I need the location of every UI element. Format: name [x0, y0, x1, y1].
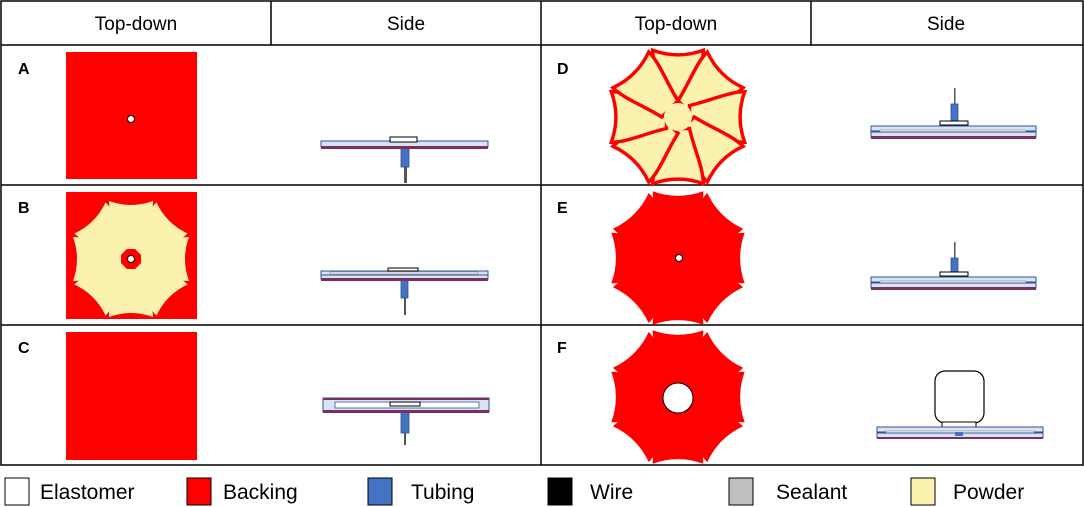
- panel-d-top-view: [609, 48, 747, 186]
- legend-label-wire: Wire: [590, 481, 633, 504]
- panel-d-side-view: [870, 88, 1037, 139]
- panel-c-side-view: [322, 397, 490, 445]
- panel-c-top-view: [66, 332, 197, 460]
- legend-swatch-wire: [547, 477, 573, 506]
- header-side-right: Side: [927, 14, 965, 35]
- legend-label-backing: Backing: [223, 481, 298, 504]
- panel-a-top-view: [66, 52, 197, 179]
- header-top-down-right: Top-down: [635, 14, 717, 35]
- panel-b-side-view: [320, 267, 489, 315]
- panel-e-top-view: [611, 191, 745, 325]
- legend-label-sealant: Sealant: [776, 481, 847, 504]
- legend-item-powder: Powder: [910, 477, 1024, 506]
- legend: Elastomer Backing Tubing Wire Sealant Po…: [4, 477, 1024, 506]
- table-grid: [0, 0, 1084, 466]
- panel-f-top-view: [611, 330, 745, 464]
- panel-letter-f: F: [557, 340, 567, 357]
- legend-item-tubing: Tubing: [367, 477, 474, 506]
- panel-letter-c: C: [18, 340, 30, 357]
- panel-b-top-view: [66, 192, 197, 319]
- legend-swatch-sealant: [728, 477, 754, 506]
- legend-item-sealant: Sealant: [728, 477, 847, 506]
- legend-item-backing: Backing: [186, 477, 298, 506]
- panel-f-side-view: [876, 370, 1044, 439]
- legend-swatch-backing: [186, 477, 212, 506]
- panel-letter-e: E: [557, 200, 568, 217]
- legend-swatch-tubing: [367, 477, 393, 506]
- panel-letter-d: D: [557, 61, 569, 78]
- legend-label-elastomer: Elastomer: [40, 481, 135, 504]
- panel-letter-a: A: [18, 61, 30, 78]
- panel-letter-b: B: [18, 200, 30, 217]
- legend-label-tubing: Tubing: [411, 481, 474, 504]
- header-side-left: Side: [387, 14, 425, 35]
- legend-swatch-powder: [910, 477, 936, 506]
- legend-item-wire: Wire: [547, 477, 633, 506]
- panel-a-side-view: [320, 136, 489, 183]
- legend-item-elastomer: Elastomer: [4, 477, 135, 506]
- panel-e-side-view: [870, 242, 1037, 290]
- legend-label-powder: Powder: [953, 481, 1024, 504]
- header-top-down-left: Top-down: [95, 14, 177, 35]
- legend-swatch-elastomer: [4, 477, 30, 506]
